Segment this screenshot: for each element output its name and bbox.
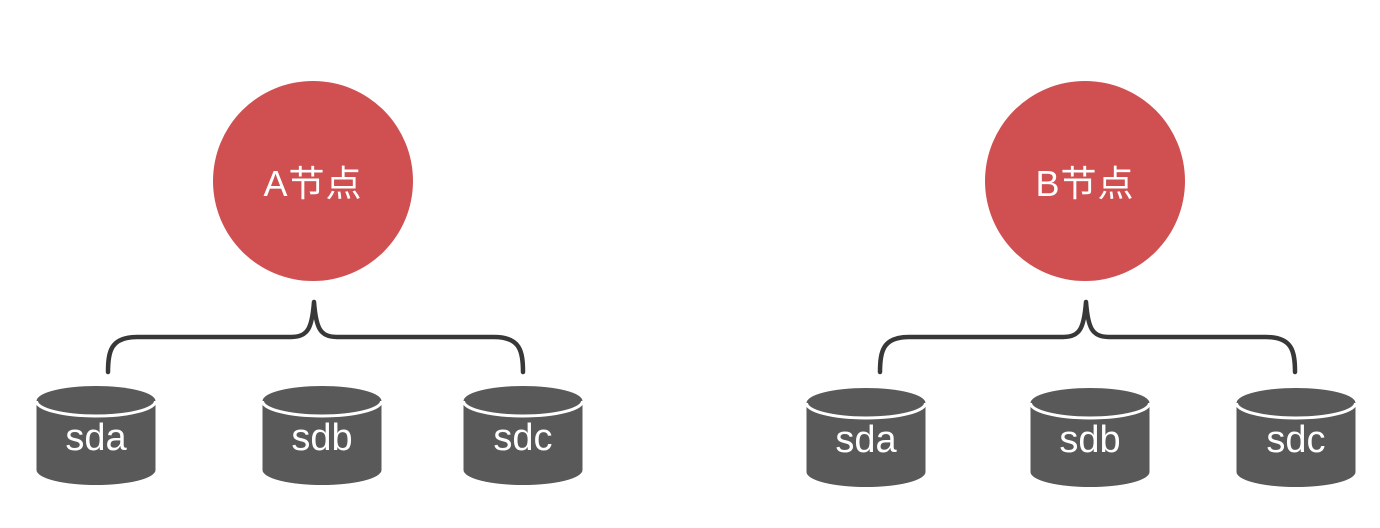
disk-cylinder-icon [35,386,157,485]
disk-cylinder-icon [1235,388,1357,487]
disk-b-sdc: sdc [1235,387,1357,488]
disk-cylinder-icon [261,386,383,485]
node-circle-b: B节点 [985,81,1185,281]
disk-label: sda [65,417,127,459]
disk-b-sdb: sdb [1029,387,1151,488]
disk-a-sdc: sdc [462,385,584,486]
curly-brace-connector-b [877,299,1298,375]
node-circle-a: A节点 [213,81,413,281]
curly-brace-path [877,299,1298,375]
disk-a-sda: sda [35,385,157,486]
disk-label: sdb [291,417,353,459]
disk-label: sdc [493,417,553,459]
disk-cylinder-icon [805,388,927,487]
disk-label: sdc [1266,419,1326,461]
node-label-b: B节点 [1035,163,1135,204]
curly-brace-path [105,299,526,375]
disk-cylinder-icon [1029,388,1151,487]
disk-a-sdb: sdb [261,385,383,486]
disk-label: sda [835,419,897,461]
disk-b-sda: sda [805,387,927,488]
disk-cylinder-icon [462,386,584,485]
node-label-a: A节点 [263,163,363,204]
disk-label: sdb [1059,419,1121,461]
curly-brace-connector-a [105,299,526,375]
